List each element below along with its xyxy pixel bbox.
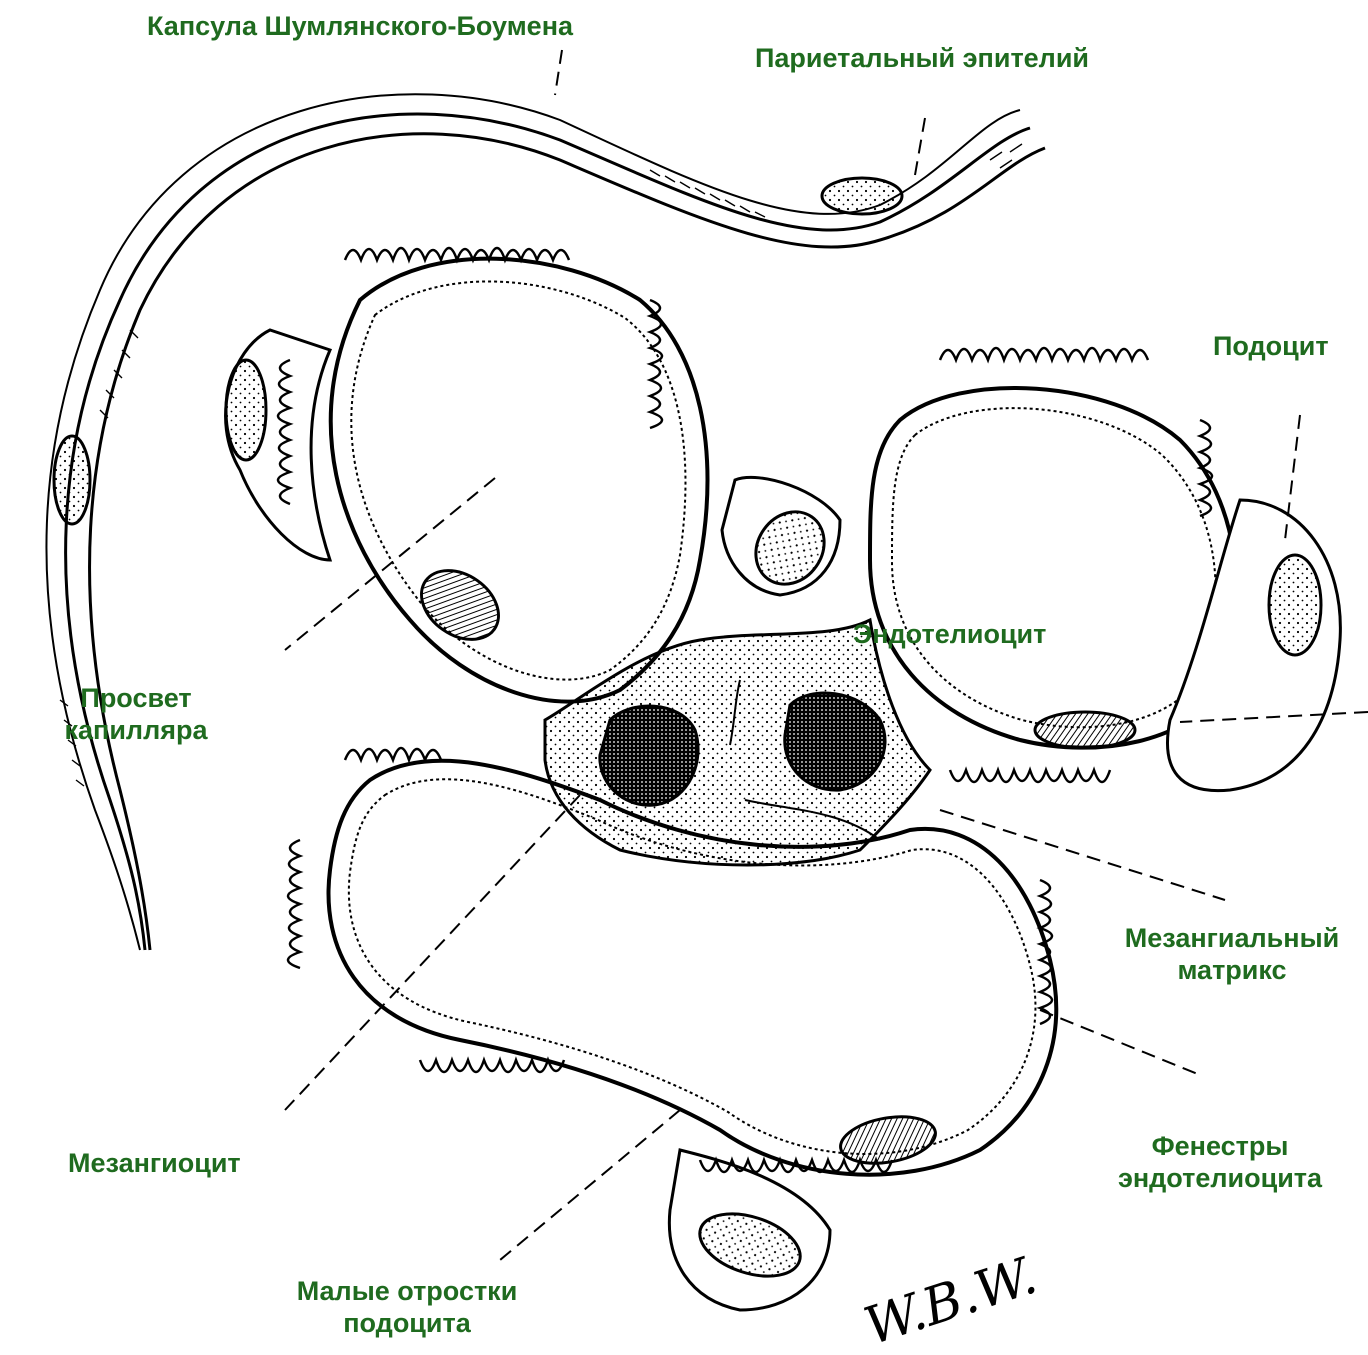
- bowman-capsule: [46, 94, 1045, 950]
- label-endothelial-fenestrae: Фенестры эндотелиоцита: [1098, 1130, 1342, 1194]
- label-podocyte: Подоцит: [1213, 330, 1329, 362]
- artist-signature: W.B.W.: [857, 1246, 1043, 1355]
- label-endotheliocyte: Эндотелиоцит: [853, 618, 1046, 650]
- label-mesangial-matrix: Мезангиальный матрикс: [1103, 922, 1361, 986]
- label-mesangial-matrix-line2: матрикс: [1103, 954, 1361, 986]
- label-capillary-lumen-line2: капилляра: [50, 714, 222, 746]
- label-podocyte-processes-line2: подоцита: [274, 1307, 540, 1339]
- label-capsule: Капсула Шумлянского-Боумена: [147, 10, 573, 42]
- label-capillary-lumen-line1: Просвет: [50, 682, 222, 714]
- label-podocyte-processes: Малые отростки подоцита: [274, 1275, 540, 1339]
- mesangiocyte-nucleus: [785, 693, 885, 790]
- label-endothelial-fenestrae-line1: Фенестры: [1098, 1130, 1342, 1162]
- label-parietal-epithelium: Париетальный эпителий: [755, 42, 1089, 74]
- label-mesangial-matrix-line1: Мезангиальный: [1103, 922, 1361, 954]
- label-mesangiocyte: Мезангиоцит: [68, 1147, 241, 1179]
- parietal-nucleus: [822, 178, 902, 214]
- parietal-nucleus: [54, 436, 90, 524]
- label-endothelial-fenestrae-line2: эндотелиоцита: [1098, 1162, 1342, 1194]
- mesangiocyte-nucleus: [600, 706, 698, 805]
- label-podocyte-processes-line1: Малые отростки: [274, 1275, 540, 1307]
- label-capillary-lumen: Просвет капилляра: [50, 682, 222, 746]
